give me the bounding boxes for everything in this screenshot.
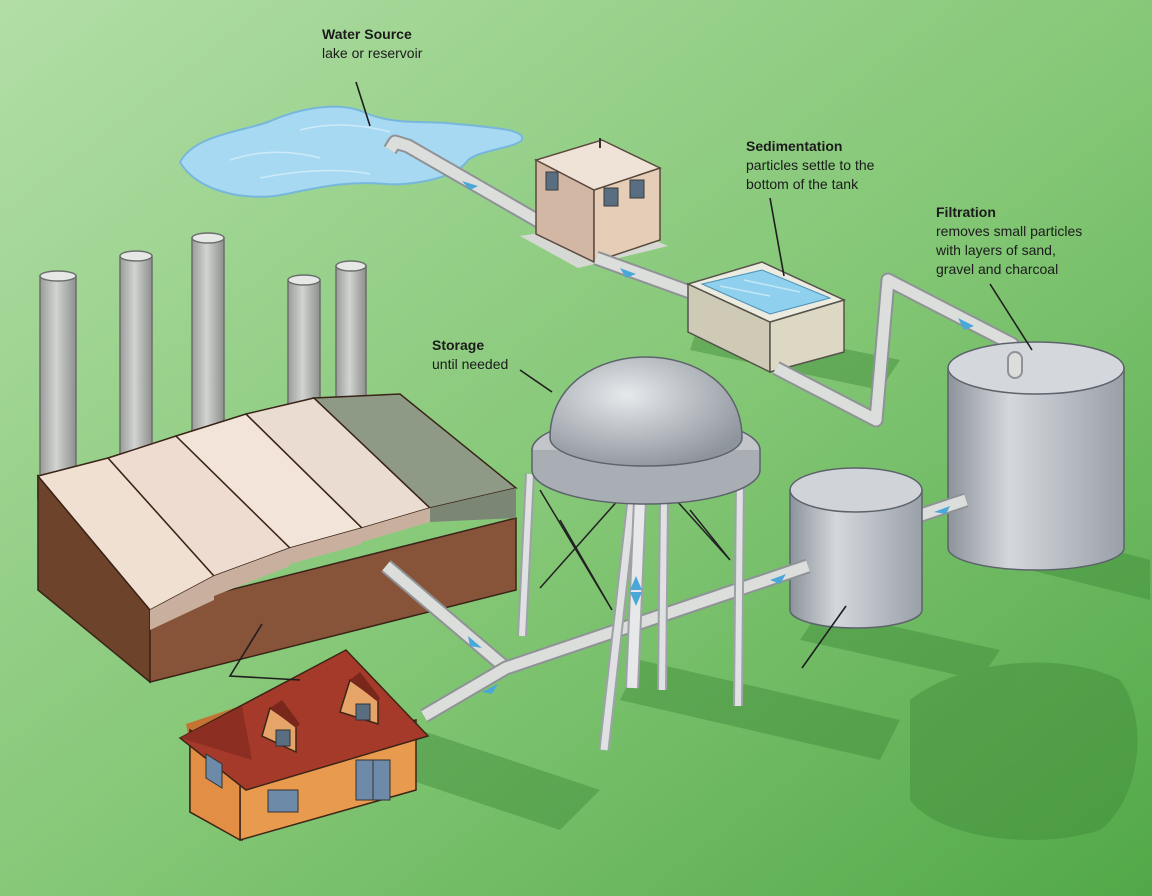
label-water-source-desc: lake or reservoir <box>322 45 423 61</box>
house-window <box>205 753 223 789</box>
flow-arrow-icon <box>630 576 642 590</box>
lake <box>178 105 524 198</box>
label-filtration-desc-3: gravel and charcoal <box>936 261 1059 277</box>
flow-arrow-icon <box>462 181 478 190</box>
label-water-source-title: Water Source <box>322 26 412 42</box>
label-filtration-desc-1: removes small particles <box>936 223 1083 239</box>
label-sedimentation: Sedimentation particles settle to the bo… <box>746 137 946 194</box>
label-sedimentation-title: Sedimentation <box>746 138 843 154</box>
factory <box>36 393 518 684</box>
small-tank <box>789 467 923 629</box>
flow-arrow-icon <box>482 684 498 694</box>
flow-arrow-icon <box>630 592 642 606</box>
filtration-tank <box>947 341 1125 571</box>
pipe-filtration-to-tank <box>915 492 969 524</box>
storage-tower <box>517 356 761 751</box>
sedimentation-water <box>700 269 832 315</box>
intake-pipe <box>383 134 544 229</box>
label-storage-title: Storage <box>432 337 485 353</box>
label-filtration-desc-2: with layers of sand, <box>936 242 1056 258</box>
house-window <box>267 789 299 813</box>
smokestacks <box>39 232 367 487</box>
label-filtration: Filtration removes small particles with … <box>936 203 1146 279</box>
label-sedimentation-desc-2: bottom of the tank <box>746 176 859 192</box>
flow-arrow-icon <box>770 574 786 584</box>
flow-arrow-icon <box>620 268 636 278</box>
leader-lines <box>228 81 1033 681</box>
label-storage-desc: until needed <box>432 356 509 372</box>
pipe-to-sedimentation <box>593 250 693 300</box>
label-filtration-title: Filtration <box>936 204 996 220</box>
flow-arrow-icon <box>934 506 950 514</box>
lake-ripples <box>229 124 391 179</box>
house <box>178 649 430 842</box>
label-storage: Storage until needed <box>432 336 592 374</box>
label-sedimentation-desc-1: particles settle to the <box>746 157 875 173</box>
pump-house <box>520 138 668 268</box>
label-water-source: Water Source lake or reservoir <box>322 25 522 63</box>
distribution-pipes <box>381 558 811 723</box>
sedimentation-tank <box>685 261 847 374</box>
flow-arrow-icon <box>958 318 974 330</box>
flow-arrow-icon <box>468 636 482 648</box>
